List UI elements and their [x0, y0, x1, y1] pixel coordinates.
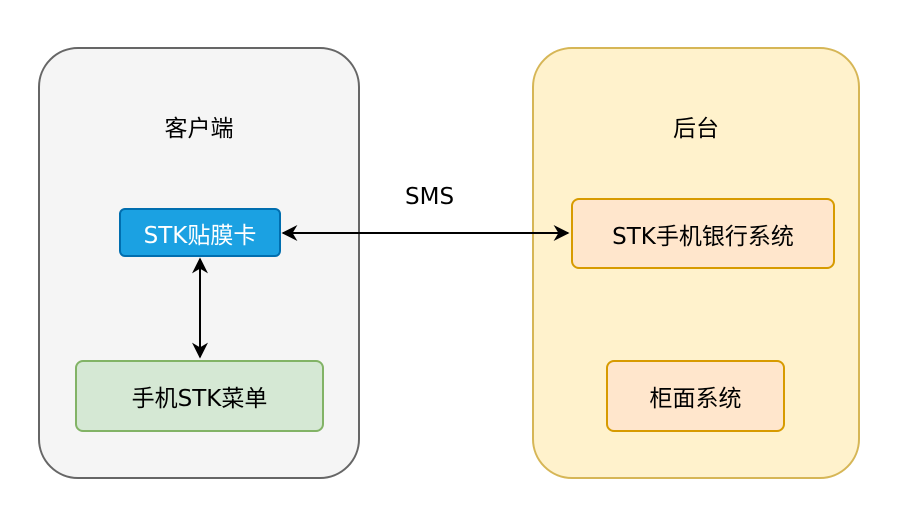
sms-label: SMS: [405, 184, 455, 210]
counter-system-node[interactable]: 柜面系统: [606, 360, 785, 432]
stk-bank-system-node[interactable]: STK手机银行系统: [571, 198, 835, 269]
stk-card-node[interactable]: STK贴膜卡: [119, 208, 281, 257]
phone-stk-menu-node[interactable]: 手机STK菜单: [75, 360, 324, 432]
client-group-title: 客户端: [164, 116, 234, 142]
backend-group-title: 后台: [673, 116, 719, 142]
